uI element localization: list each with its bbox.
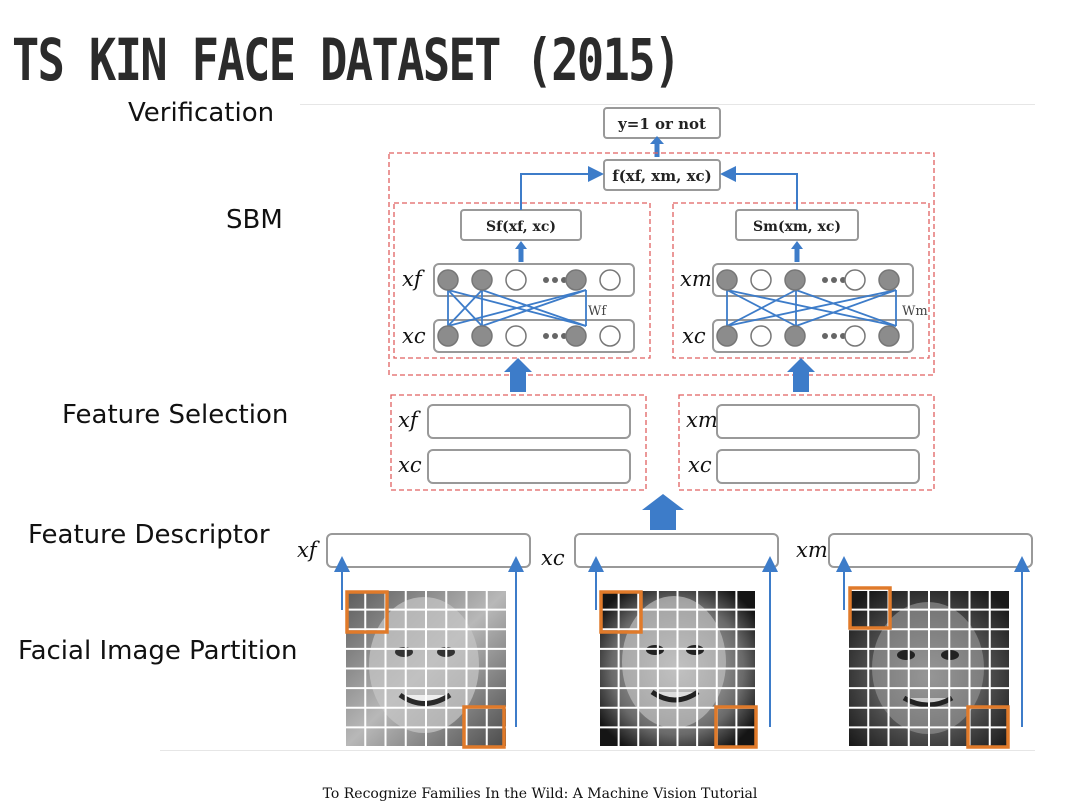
feature-node — [878, 325, 900, 347]
ellipsis-dot — [552, 277, 558, 283]
weight-f-label: Wf — [588, 304, 607, 319]
label-feature-descriptor: Feature Descriptor — [28, 520, 270, 550]
selection-right-xc-row — [716, 449, 920, 484]
ellipsis-dot — [543, 277, 549, 283]
descriptor-xf-row — [326, 533, 531, 568]
feature-node — [565, 269, 587, 291]
selection-right-xc-var: xc — [688, 453, 712, 477]
score-right-label: Sm(xm, xc) — [753, 219, 841, 235]
feature-node — [784, 325, 806, 347]
selection-right-xm-var: xm — [686, 408, 718, 432]
title-rule — [300, 104, 1035, 105]
selection-left-xc-var: xc — [398, 453, 422, 477]
sbm-left-xc-var: xc — [402, 324, 426, 348]
arrow-selection-to-sbm-right — [787, 358, 815, 392]
feature-node — [505, 269, 527, 291]
feature-node — [716, 325, 738, 347]
footer-citation: To Recognize Families In the Wild: A Mac… — [322, 786, 758, 802]
sbm-right-xc-var: xc — [682, 324, 706, 348]
label-feature-selection: Feature Selection — [62, 400, 289, 430]
feature-node — [471, 269, 493, 291]
patch-father-bottom — [462, 705, 506, 749]
selection-left-region — [390, 394, 647, 491]
feature-node — [784, 269, 806, 291]
weight-m-label: Wm — [902, 304, 928, 319]
feature-node — [565, 325, 587, 347]
feature-node — [599, 269, 621, 291]
patch-mother-top — [848, 586, 892, 630]
label-sbm: SBM — [226, 205, 283, 235]
feature-node — [844, 269, 866, 291]
feature-node — [878, 269, 900, 291]
feature-node — [599, 325, 621, 347]
descriptor-xm-row — [828, 533, 1033, 568]
score-left-label: Sf(xf, xc) — [486, 219, 556, 235]
weights-right-lines — [726, 289, 897, 327]
feature-node — [505, 325, 527, 347]
selection-right-region — [678, 394, 935, 491]
descriptor-xc-var: xc — [541, 546, 565, 570]
ellipsis-dot — [543, 333, 549, 339]
selection-left-xf-row — [427, 404, 631, 439]
feature-node — [750, 325, 772, 347]
descriptor-xm-var: xm — [796, 538, 828, 562]
selection-right-xm-row — [716, 404, 920, 439]
patch-child-top — [599, 590, 643, 634]
ellipsis-dot — [831, 333, 837, 339]
ellipsis-dot — [822, 333, 828, 339]
bottom-rule — [160, 750, 1035, 751]
sbm-right-xm-var: xm — [680, 267, 712, 291]
arrow-selection-to-sbm-left — [504, 358, 532, 392]
connector-left-to-fusion — [520, 166, 604, 210]
fusion-label: f(xf, xm, xc) — [612, 167, 712, 185]
label-verification: Verification — [128, 98, 275, 128]
label-facial-partition: Facial Image Partition — [18, 636, 298, 666]
ellipsis-dot — [552, 333, 558, 339]
feature-node — [437, 269, 459, 291]
patch-child-bottom — [714, 705, 758, 749]
arrow-descriptor-to-selection — [642, 494, 684, 530]
weights-left-lines — [447, 289, 587, 327]
feature-node — [750, 269, 772, 291]
feature-node — [471, 325, 493, 347]
feature-node — [716, 269, 738, 291]
output-label: y=1 or not — [617, 115, 706, 133]
descriptor-xc-row — [574, 533, 779, 568]
feature-node — [437, 325, 459, 347]
selection-left-xf-var: xf — [398, 408, 421, 432]
selection-left-xc-row — [427, 449, 631, 484]
patch-father-top — [345, 590, 389, 634]
sbm-left-xf-var: xf — [402, 267, 425, 291]
ellipsis-dot — [822, 277, 828, 283]
slide-title: TS KIN FACE DATASET (2015) — [12, 26, 681, 94]
patch-mother-bottom — [966, 705, 1010, 749]
connector-right-to-fusion — [720, 166, 798, 210]
descriptor-xf-var: xf — [297, 538, 320, 562]
sbm-region — [388, 152, 935, 376]
ellipsis-dot — [831, 277, 837, 283]
face-partition-grids — [344, 589, 1011, 748]
feature-node — [844, 325, 866, 347]
output-box — [603, 107, 721, 139]
